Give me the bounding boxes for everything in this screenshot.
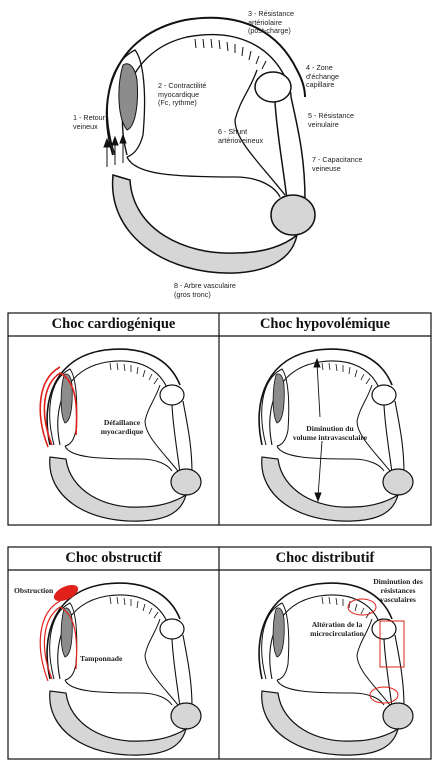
text-alteration-microcirculation: Altération de la microcirculation	[298, 620, 376, 638]
title-hypovolemique: Choc hypovolémique	[219, 316, 431, 333]
text-diminution-volume: Diminution du volume intravasculaire	[280, 424, 380, 442]
main-circulation-drawing	[104, 18, 315, 273]
text-tamponnade: Tamponnade	[80, 654, 122, 663]
label-zone-echange: 4 - Zone d'échange capillaire	[306, 64, 339, 90]
return-inner-line	[127, 157, 280, 197]
title-cardiogenique: Choc cardiogénique	[8, 316, 219, 333]
large-vessel-shape	[113, 175, 297, 273]
title-distributif: Choc distributif	[219, 550, 431, 567]
resistance-circle-b	[370, 687, 398, 703]
ventricle-shape	[119, 64, 138, 130]
label-resistance-arteriolaire: 3 - Résistance artériolaire (post-charge…	[248, 10, 294, 36]
return-arrows	[104, 135, 126, 167]
label-retour-veineux: 1 - Retour veineux	[73, 114, 105, 131]
capillary-bulb	[255, 72, 291, 102]
mini-diagram-distr	[259, 583, 413, 755]
text-diminution-resistances: Diminution des résistances vasculaires	[364, 577, 432, 604]
text-defaillance: Défaillance myocardique	[82, 418, 162, 436]
label-resistance-veinulaire: 5 - Résistance veinulaire	[308, 112, 354, 129]
text-obstruction: Obstruction	[14, 586, 53, 595]
label-contractilite: 2 - Contractilité myocardique (Fc, rythm…	[158, 82, 206, 108]
arteriole-ticks	[195, 39, 266, 69]
label-shunt: 6 - Shunt artérioveineux	[218, 128, 263, 145]
label-capacitance: 7 - Capacitance veineuse	[312, 156, 362, 173]
venule-line-a	[291, 97, 305, 200]
title-obstructif: Choc obstructif	[8, 550, 219, 567]
capacitance-bulb	[271, 195, 315, 235]
label-arbre-vasculaire: 8 - Arbre vasculaire (gros tronc)	[174, 282, 236, 299]
mini-diagram-obstr	[40, 582, 201, 755]
